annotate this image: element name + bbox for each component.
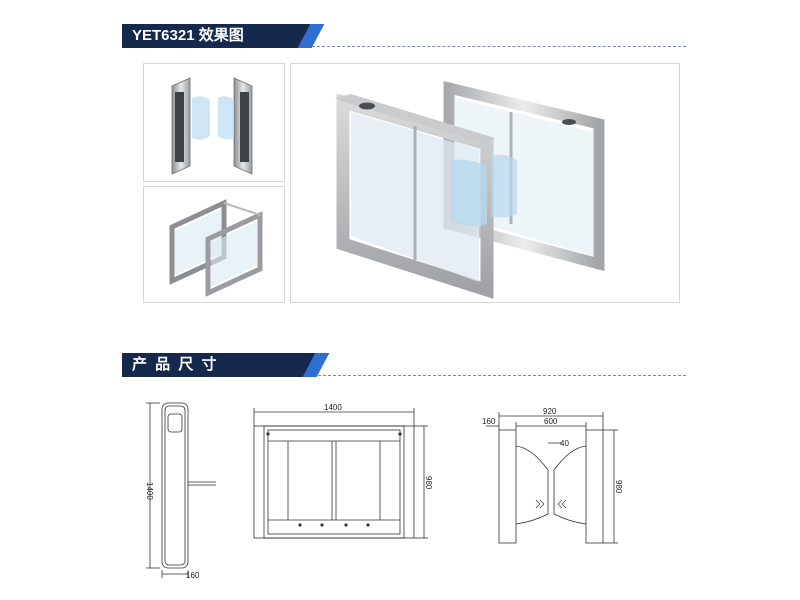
section-header-renderings: YET6321 效果图 xyxy=(122,24,325,48)
dim-top-height: 980 xyxy=(614,480,623,494)
dim-side-height: 1400 xyxy=(145,482,154,500)
turnstile-side-illustration xyxy=(171,77,253,175)
side-view-drawing xyxy=(146,402,216,578)
front-view-drawing xyxy=(253,408,428,539)
dim-front-width: 1400 xyxy=(324,403,342,412)
section-divider-renderings xyxy=(312,46,686,47)
dim-top-passage: 600 xyxy=(544,417,558,426)
section-divider-dimensions xyxy=(318,375,686,376)
front-view-bolts xyxy=(266,432,402,527)
rendering-angled-view xyxy=(143,186,285,303)
dim-side-depth: 160 xyxy=(186,571,200,580)
dim-top-cabinet: 160 xyxy=(482,417,496,426)
turnstile-main-illustration xyxy=(335,81,605,299)
top-view-direction-arrows xyxy=(535,499,567,509)
rendering-side-view xyxy=(143,63,285,182)
section-title-dimensions: 产 品 尺 寸 xyxy=(132,356,219,373)
top-view-drawing xyxy=(486,412,618,544)
dim-front-height: 980 xyxy=(424,476,433,490)
section-title-renderings: YET6321 效果图 xyxy=(132,27,244,44)
turnstile-angled-illustration xyxy=(169,199,263,297)
rendering-main-view xyxy=(290,63,680,303)
section-header-dimensions: 产 品 尺 寸 xyxy=(122,353,330,377)
dim-top-gap: 40 xyxy=(560,439,569,448)
dim-top-total: 920 xyxy=(543,407,557,416)
